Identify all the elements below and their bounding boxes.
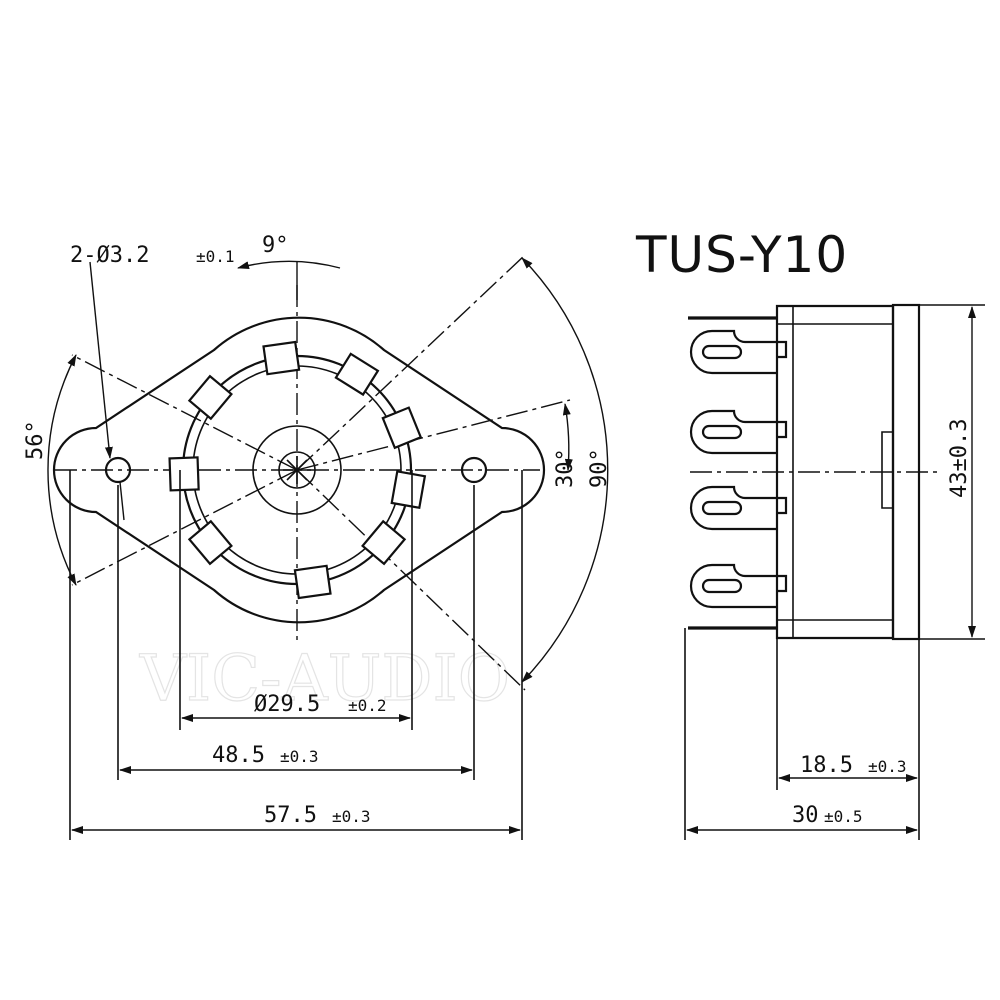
angle-56deg-label: 56° xyxy=(23,420,48,460)
side-dim-total-label: 30 xyxy=(792,803,819,828)
dim-holes-tolerance: ±0.3 xyxy=(280,747,319,766)
pin-terminal xyxy=(262,340,301,376)
model-title: TUS-Y10 xyxy=(635,226,848,284)
side-view: TUS-Y10 43±0.3 18.5 ±0.3 30 ±0.5 xyxy=(635,226,985,840)
dim-inner-tolerance: ±0.2 xyxy=(348,696,387,715)
pin-terminal xyxy=(293,564,332,600)
pin-terminal xyxy=(187,374,233,421)
pin-terminal xyxy=(381,406,423,450)
centerline-diagonal-up xyxy=(296,254,526,471)
pin-terminal xyxy=(334,352,380,397)
front-view: 2-Ø3.2 ±0.1 9° 56° 30° 90° Ø29.5 ±0.2 48… xyxy=(23,233,612,840)
pin-terminal xyxy=(390,470,427,510)
centerline-mount-down xyxy=(71,469,298,586)
angle-arc-56deg xyxy=(47,354,77,586)
dim-holes-label: 48.5 xyxy=(212,743,265,768)
dim-inner-label: Ø29.5 xyxy=(254,692,320,717)
side-dim-body-tolerance: ±0.3 xyxy=(868,757,907,776)
side-solder-lugs xyxy=(689,329,788,609)
side-flange-notch xyxy=(881,431,893,509)
hole-spec-leader-tail xyxy=(119,481,125,521)
watermark: VIC-AUDIO xyxy=(139,642,510,716)
pin-terminal xyxy=(361,519,407,566)
angle-90deg-label: 90° xyxy=(587,448,612,488)
pin-terminal xyxy=(168,456,200,492)
dim-overall-label: 57.5 xyxy=(264,803,317,828)
hole-spec-tolerance: ±0.1 xyxy=(196,247,235,266)
dim-overall-tolerance: ±0.3 xyxy=(332,807,371,826)
solder-lug xyxy=(689,409,788,455)
side-dim-total-tolerance: ±0.5 xyxy=(824,807,863,826)
angle-arc-30deg xyxy=(562,403,573,471)
angle-9deg-label: 9° xyxy=(262,233,289,258)
solder-lug xyxy=(689,329,788,375)
centerline-diagonal-down xyxy=(296,469,526,691)
solder-lug xyxy=(689,485,788,531)
side-dim-height-label: 43±0.3 xyxy=(947,419,972,498)
angle-arc-9deg xyxy=(237,260,341,270)
hole-spec-label: 2-Ø3.2 xyxy=(70,243,149,268)
angle-30deg-label: 30° xyxy=(553,448,578,488)
centerline-mount-up xyxy=(71,354,298,471)
hole-spec-leader xyxy=(89,261,113,459)
pin-terminals xyxy=(168,340,427,600)
solder-lug xyxy=(689,563,788,609)
angle-arc-90deg xyxy=(521,257,609,683)
flange-outline xyxy=(52,316,546,624)
side-socket-body xyxy=(775,304,895,640)
side-dim-body-label: 18.5 xyxy=(800,753,853,778)
pin-terminal xyxy=(187,519,233,566)
centerline-30deg xyxy=(296,399,571,471)
